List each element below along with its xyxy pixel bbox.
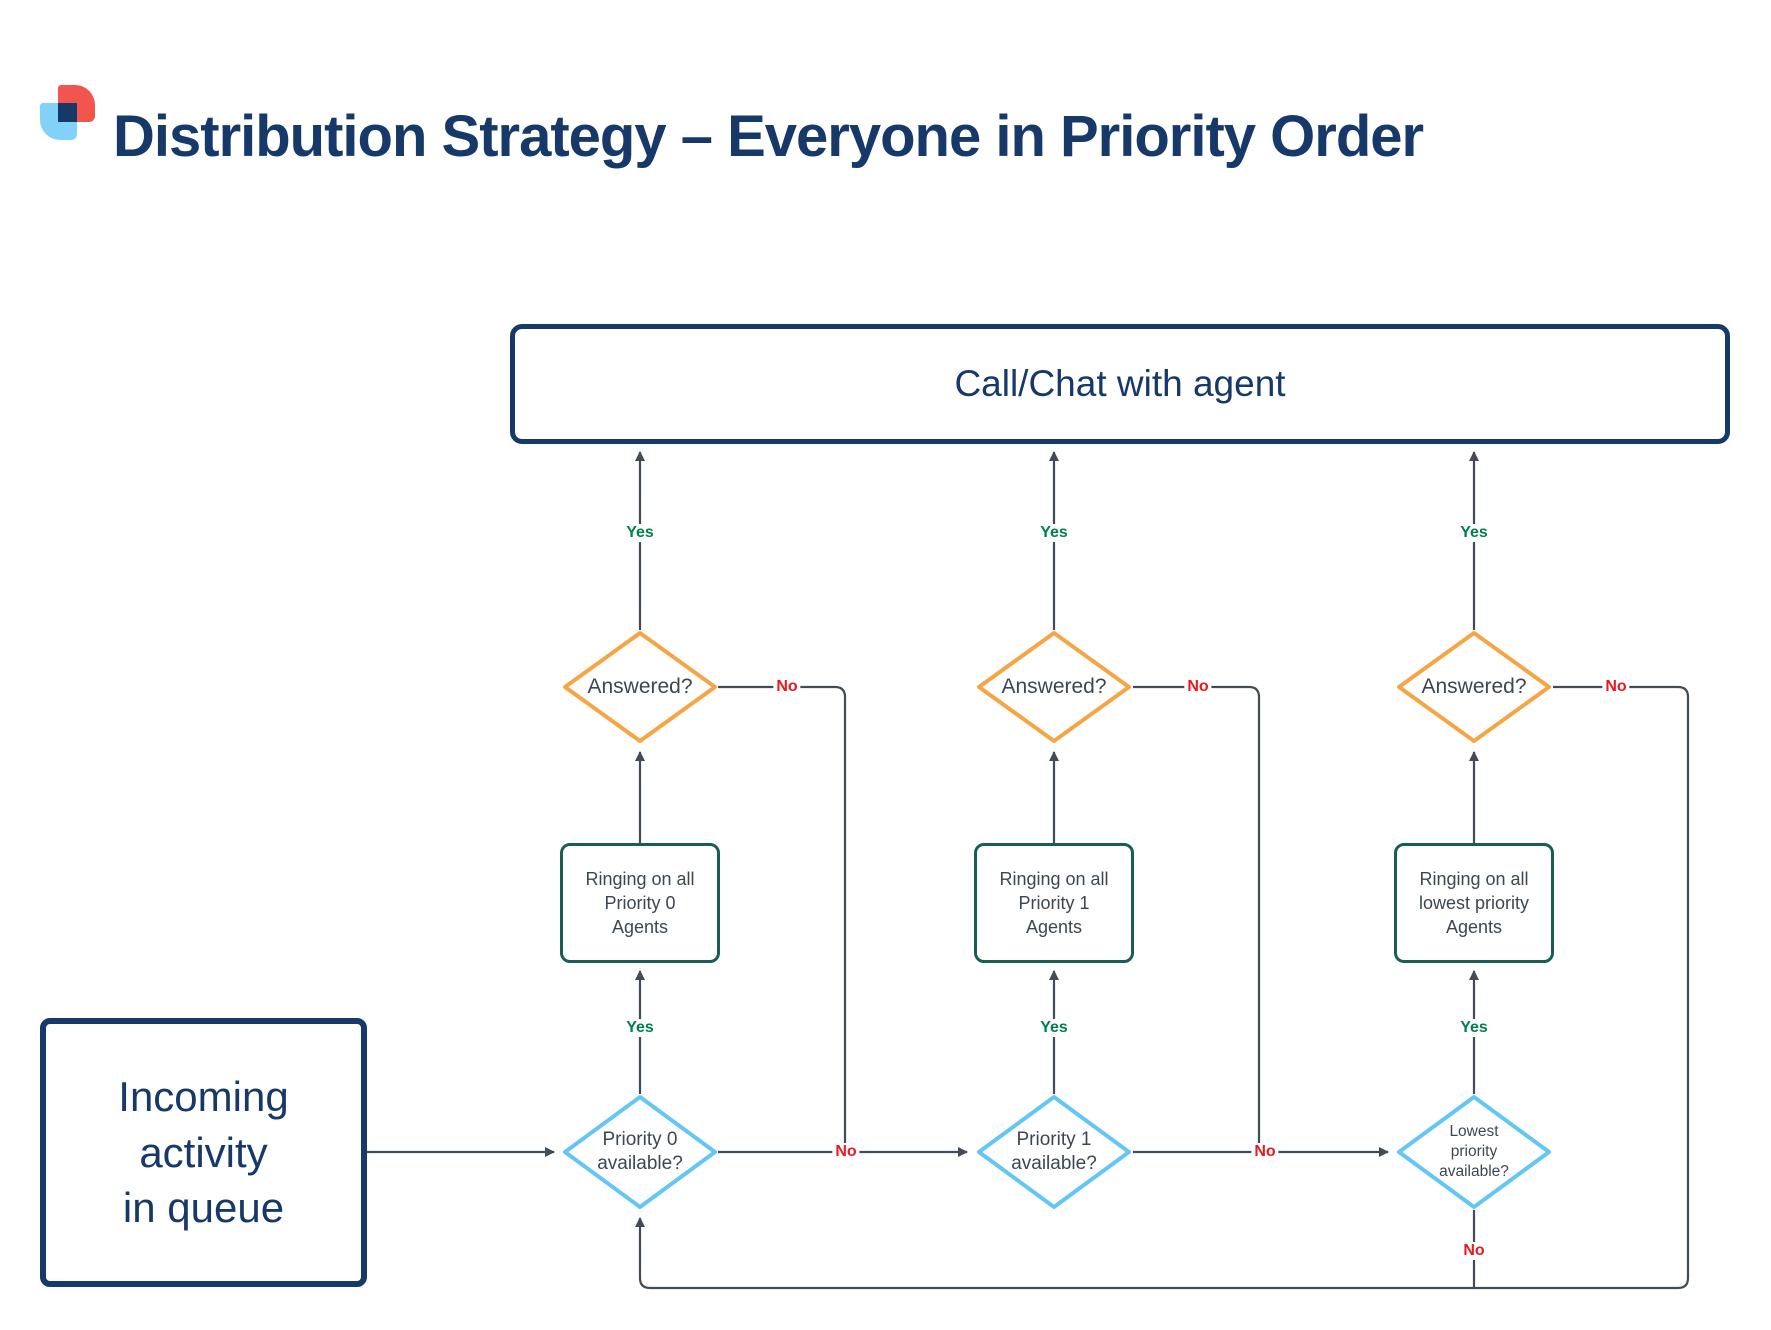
yes-label: Yes bbox=[623, 1019, 657, 1037]
lowest-priority-diamond: Lowest priority available? bbox=[1396, 1094, 1552, 1210]
answered-label-3: Answered? bbox=[1421, 675, 1527, 698]
incoming-activity-label: Incoming activity in queue bbox=[118, 1072, 289, 1232]
yes-label: Yes bbox=[1037, 1019, 1071, 1037]
callchat-label: Call/Chat with agent bbox=[954, 363, 1286, 404]
no-label: No bbox=[773, 678, 801, 696]
lowest-priority-label: Lowest priority available? bbox=[1439, 1122, 1509, 1181]
ringing-lowest-box: Ringing on all lowest priority Agents bbox=[1394, 843, 1554, 963]
ringing-priority1-box: Ringing on all Priority 1 Agents bbox=[974, 843, 1134, 963]
answered-diamond-1: Answered? bbox=[562, 630, 718, 744]
yes-label: Yes bbox=[1037, 524, 1071, 542]
priority0-label: Priority 0 available? bbox=[597, 1129, 683, 1174]
ringing-priority0-box: Ringing on all Priority 0 Agents bbox=[560, 843, 720, 963]
answered-diamond-3: Answered? bbox=[1396, 630, 1552, 744]
ringing-priority1-label: Ringing on all Priority 1 Agents bbox=[999, 868, 1109, 938]
incoming-activity-box: Incoming activity in queue bbox=[40, 1018, 367, 1287]
priority0-diamond: Priority 0 available? bbox=[562, 1094, 718, 1210]
logo bbox=[40, 85, 100, 145]
no-label: No bbox=[1251, 1143, 1279, 1161]
yes-label: Yes bbox=[1457, 1019, 1491, 1037]
answered-label-1: Answered? bbox=[587, 675, 693, 698]
priority1-diamond: Priority 1 available? bbox=[976, 1094, 1132, 1210]
yes-label: Yes bbox=[623, 524, 657, 542]
yes-label: Yes bbox=[1457, 524, 1491, 542]
no-label: No bbox=[832, 1143, 860, 1161]
page-title: Distribution Strategy – Everyone in Prio… bbox=[113, 104, 1424, 169]
priority1-label: Priority 1 available? bbox=[1011, 1129, 1097, 1174]
callchat-box: Call/Chat with agent bbox=[510, 324, 1730, 444]
ringing-lowest-label: Ringing on all lowest priority Agents bbox=[1418, 868, 1530, 938]
ringing-priority0-label: Ringing on all Priority 0 Agents bbox=[585, 868, 695, 938]
no-label: No bbox=[1602, 678, 1630, 696]
logo-navy-square bbox=[58, 103, 77, 122]
answered-diamond-2: Answered? bbox=[976, 630, 1132, 744]
no-label: No bbox=[1460, 1242, 1488, 1260]
answered-label-2: Answered? bbox=[1001, 675, 1107, 698]
no-label: No bbox=[1184, 678, 1212, 696]
